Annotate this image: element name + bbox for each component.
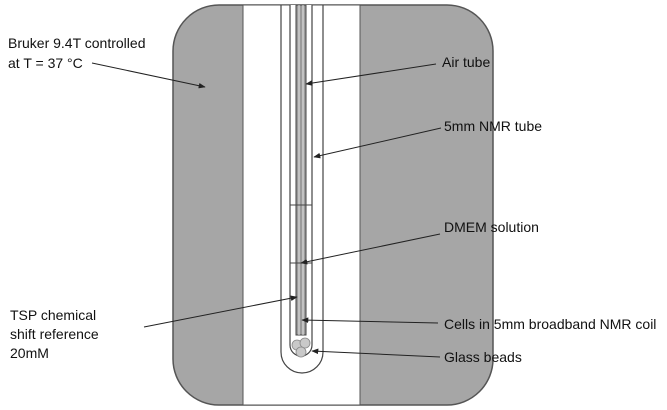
arrow-beads	[311, 348, 441, 358]
label-magnet: Bruker 9.4T controlled at T = 37 °C	[8, 35, 149, 71]
label-air-tube: Air tube	[442, 54, 490, 70]
label-beads: Glass beads	[444, 349, 522, 365]
coil-holder	[280, 5, 324, 374]
label-tsp-line2: shift reference	[10, 326, 99, 342]
label-tsp-line1: TSP chemical	[10, 307, 96, 323]
arrow-nmr-tube	[313, 127, 442, 159]
label-nmr-tube: 5mm NMR tube	[444, 118, 542, 134]
air-tube	[295, 4, 307, 336]
arrow-air-tube	[305, 63, 437, 86]
label-magnet-line1: Bruker 9.4T controlled	[8, 35, 145, 51]
label-magnet-line2: at T = 37 °C	[8, 55, 83, 71]
label-cells: Cells in 5mm broadband NMR coil	[444, 316, 656, 332]
arrow-magnet	[91, 62, 206, 89]
glass-bead	[295, 346, 307, 358]
label-tsp: TSP chemical shift reference 20mM	[10, 307, 103, 361]
glass-bead	[299, 337, 311, 349]
arrow-cells	[301, 317, 439, 324]
label-dmem: DMEM solution	[444, 219, 539, 235]
arrow-tsp	[143, 295, 298, 328]
arrow-dmem	[300, 233, 441, 265]
label-tsp-line3: 20mM	[10, 345, 49, 361]
